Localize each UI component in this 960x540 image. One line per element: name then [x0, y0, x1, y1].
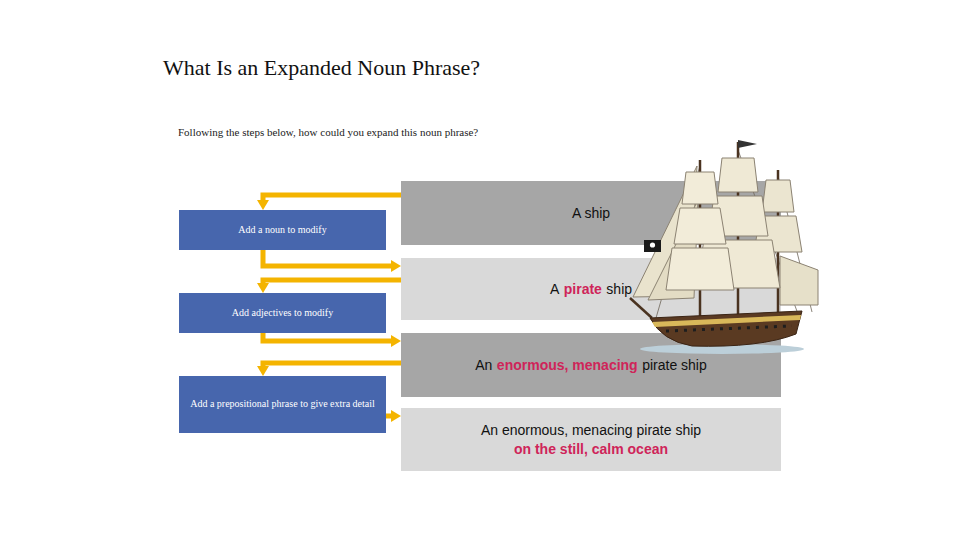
step-box: Add adjectives to modify [179, 293, 386, 333]
flow-arrow [263, 250, 391, 266]
example-band: An enormous, menacing pirate shipon the … [401, 408, 781, 471]
step-box: Add a prepositional phrase to give extra… [179, 376, 386, 433]
hull-stripe [652, 315, 801, 327]
step-text: Add a noun to modify [238, 224, 326, 237]
square-sail [666, 248, 734, 290]
step-text: Add a prepositional phrase to give extra… [190, 398, 375, 411]
flow-arrow [263, 195, 401, 200]
phrase-text: ship [606, 280, 632, 299]
ship-hull [650, 311, 802, 346]
highlighted-words: on the still, calm ocean [514, 440, 668, 459]
phrase-text: An [475, 356, 492, 375]
example-band: Apirateship [401, 258, 781, 320]
flow-arrow [263, 333, 391, 341]
flow-arrow [263, 280, 401, 283]
instruction-note: Following the steps below, how could you… [178, 126, 478, 138]
example-band: A ship [401, 181, 781, 245]
highlighted-words: pirate [564, 280, 602, 299]
highlighted-words: enormous, menacing [497, 356, 638, 375]
page-title: What Is an Expanded Noun Phrase? [163, 55, 480, 81]
phrase-text: pirate ship [642, 356, 707, 375]
square-sail [718, 158, 758, 192]
square-sail [682, 172, 718, 204]
bowsprit [630, 298, 652, 318]
step-box: Add a noun to modify [179, 210, 386, 250]
spanker-sail [780, 256, 818, 305]
gun-ports [666, 326, 792, 331]
flow-arrow [263, 363, 401, 366]
band-fill [401, 408, 781, 471]
phrase-text: A ship [572, 204, 610, 223]
example-band: An enormous, menacingpirate ship [401, 333, 781, 397]
phrase-text: An enormous, menacing pirate ship [481, 421, 701, 440]
skull-symbol [650, 242, 655, 247]
pennant-flag [738, 140, 757, 148]
phrase-text: A [550, 280, 559, 299]
step-text: Add adjectives to modify [232, 307, 333, 320]
square-sail [674, 208, 726, 244]
square-sail [762, 180, 794, 212]
pirate-flag [644, 240, 661, 252]
